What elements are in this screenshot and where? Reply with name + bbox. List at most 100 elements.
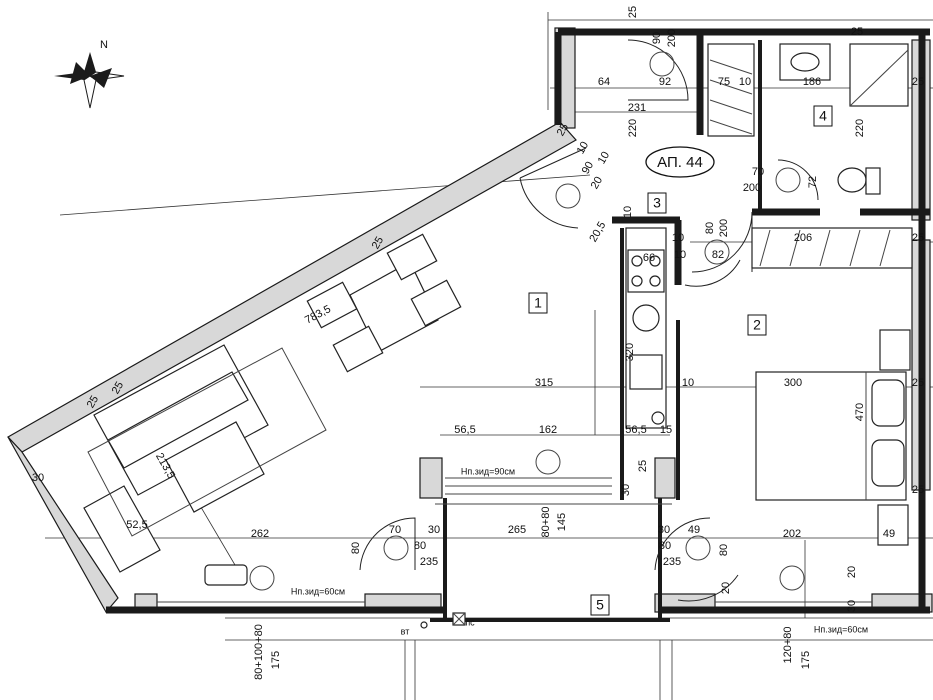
dimension-label: 20 xyxy=(846,566,858,578)
dimension-label: 120+80 xyxy=(782,626,794,663)
dimension-label: 25 xyxy=(912,377,924,389)
dimension-label: 49 xyxy=(883,528,895,540)
dimension-label: 162 xyxy=(539,424,557,436)
dimension-label: 25 xyxy=(851,26,863,38)
wardrobe xyxy=(707,43,913,269)
apartment-title-text: АП. 44 xyxy=(657,154,703,171)
dimension-label: 25 xyxy=(110,380,127,397)
dimension-label: 10 xyxy=(672,232,684,244)
dimension-label: 220 xyxy=(627,119,639,137)
sofa xyxy=(83,344,327,573)
dimension-label: 145 xyxy=(556,513,568,531)
dimension-label: 320 xyxy=(624,343,636,361)
dimension-label: 300 xyxy=(784,377,802,389)
dimension-label: 25 xyxy=(370,235,387,252)
dimension-label: 235 xyxy=(420,556,438,568)
room-number-box xyxy=(647,192,667,214)
door-swings xyxy=(359,39,819,602)
dimension-label: 70 xyxy=(389,524,401,536)
dimension-label: 25 xyxy=(627,6,639,18)
dimension-label: 80 xyxy=(718,544,730,556)
dimension-label: 56,5 xyxy=(454,424,475,436)
dimension-label: 25 xyxy=(912,76,924,88)
dimension-label: 200 xyxy=(718,219,730,237)
dimension-label: 56,5 xyxy=(625,424,646,436)
dimension-label: 80+80 xyxy=(540,507,552,538)
dimension-label: 80 xyxy=(414,540,426,552)
dimension-label: 80 xyxy=(704,222,716,234)
dimension-label: 200 xyxy=(666,29,678,47)
kitchen-counter xyxy=(625,227,667,429)
dimension-label: 49 xyxy=(688,524,700,536)
dimension-label: 10 xyxy=(622,206,634,218)
dimension-label: 80 xyxy=(350,542,362,554)
dimension-label: 315 xyxy=(535,377,553,389)
dimension-label: 175 xyxy=(800,651,812,669)
dimension-label: 25 xyxy=(85,394,102,411)
dimension-label: 262 xyxy=(251,528,269,540)
window-sill-note: Нп.зид=90см xyxy=(461,466,515,476)
dimension-label: 30 xyxy=(658,524,670,536)
room-number-box xyxy=(528,292,548,314)
dimension-label: 82 xyxy=(712,249,724,261)
dimension-label: 90 xyxy=(651,32,663,44)
dimension-label: 30 xyxy=(32,472,44,484)
dimension-label: 75 xyxy=(718,76,730,88)
compass-north-label: N xyxy=(100,39,108,51)
dimension-label: 20 xyxy=(720,582,732,594)
dimension-label: 52,5 xyxy=(126,519,147,531)
dimension-label: 25 xyxy=(637,460,649,472)
dimension-label: 202 xyxy=(783,528,801,540)
dimension-label: 235 xyxy=(663,556,681,568)
apartment-title: АП. 44 xyxy=(645,146,715,178)
dimension-label: 80+100+80 xyxy=(253,624,265,680)
dimension-label: 64 xyxy=(598,76,610,88)
radiator xyxy=(204,504,909,586)
room-number: 5 xyxy=(596,597,604,613)
dimension-label: 80 xyxy=(659,540,671,552)
dimension-label: 92 xyxy=(659,76,671,88)
fixture-label: вт xyxy=(401,626,410,636)
bed xyxy=(755,329,911,501)
fixture-label: пс xyxy=(465,617,475,627)
balcony-drain-icon xyxy=(420,612,466,629)
room-number: 1 xyxy=(534,295,542,311)
dimension-label: 66 xyxy=(643,252,655,264)
dimension-label: 200 xyxy=(743,182,761,194)
dining-set xyxy=(306,233,462,373)
room-number: 4 xyxy=(819,108,827,124)
north-compass-icon: N xyxy=(54,39,125,109)
dimension-label: 20 xyxy=(589,175,606,192)
window-sill-note: Нп.зид=60см xyxy=(291,586,345,596)
dimension-label: 265 xyxy=(508,524,526,536)
room-number-box xyxy=(813,105,833,127)
window-sill-note: Нп.зид=60см xyxy=(814,624,868,634)
dimension-label: 30 xyxy=(846,600,858,612)
dimension-label: 90 xyxy=(580,160,597,177)
dimension-label: 15 xyxy=(660,424,672,436)
light-fixtures xyxy=(249,51,805,591)
dimension-label: 231 xyxy=(628,102,646,114)
walls xyxy=(7,28,930,622)
room-number-box xyxy=(747,314,767,336)
room-number-box xyxy=(590,594,610,616)
dimension-label: 10 xyxy=(682,377,694,389)
dimension-label: 30 xyxy=(428,524,440,536)
fixture-labels: вт пс xyxy=(401,617,476,636)
dimension-label: 186 xyxy=(803,76,821,88)
dimension-label: 220 xyxy=(854,119,866,137)
dimension-label: 70 xyxy=(752,166,764,178)
dimension-label: 175 xyxy=(270,651,282,669)
dimension-label: 470 xyxy=(854,403,866,421)
dimension-label: 10 xyxy=(674,249,686,261)
dimension-label: 25 xyxy=(555,122,572,139)
dimension-label: 25 xyxy=(912,232,924,244)
dimension-label: 72 xyxy=(807,176,819,188)
bathroom-fixtures xyxy=(779,43,909,195)
dimension-label: 20,5 xyxy=(587,220,608,245)
room-number: 2 xyxy=(753,317,761,333)
